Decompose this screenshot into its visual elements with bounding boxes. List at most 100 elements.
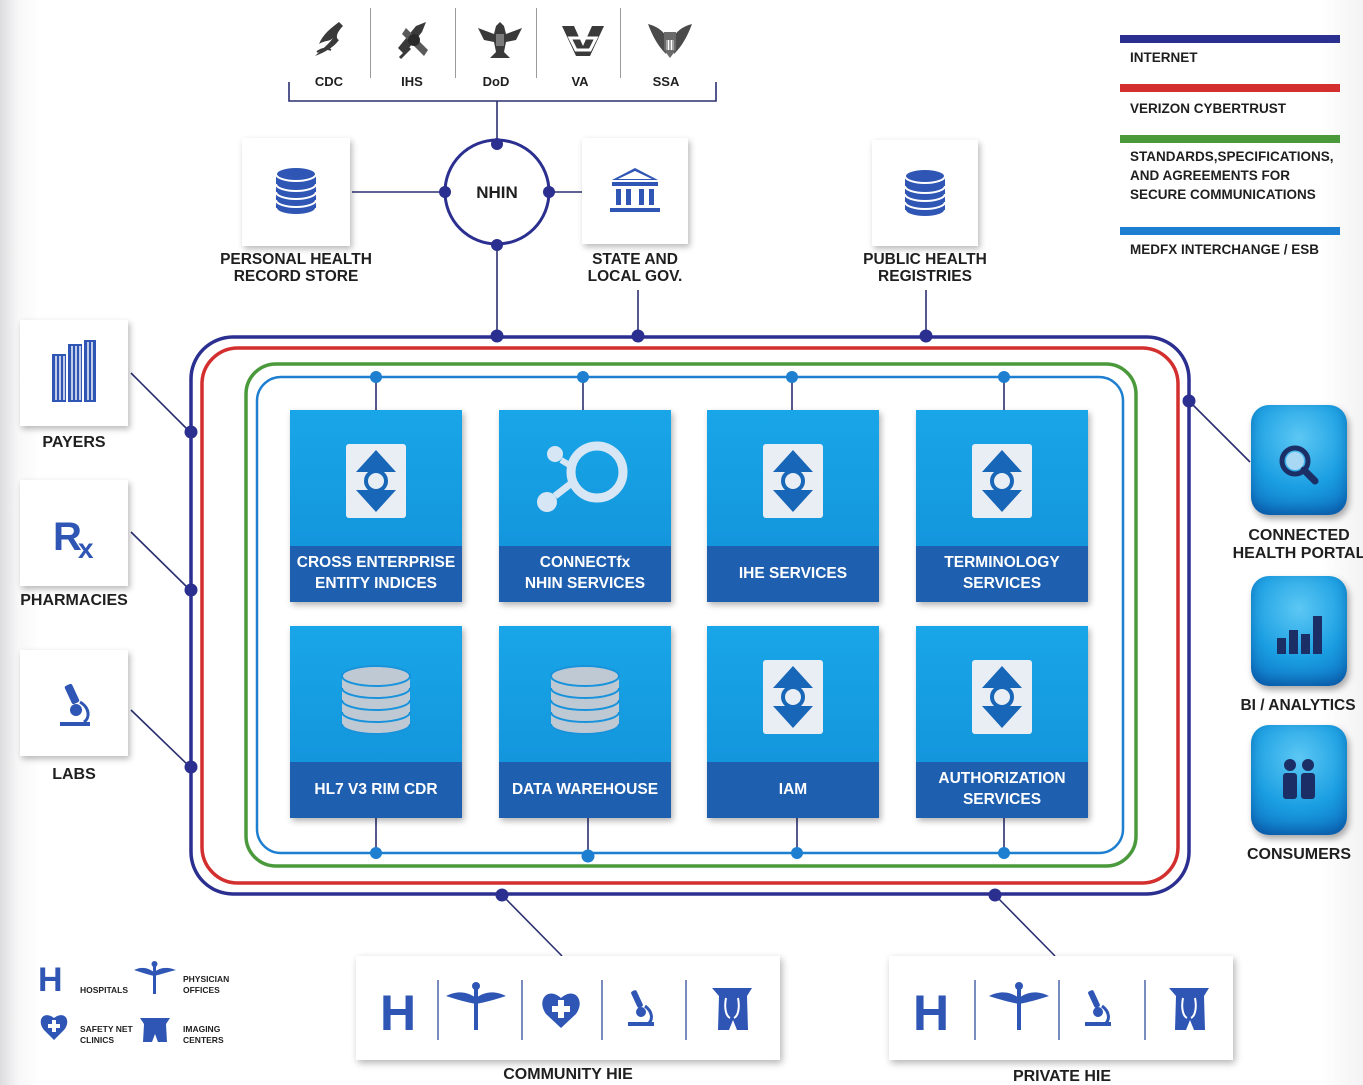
microscope-icon <box>1085 990 1111 1026</box>
microscope-icon <box>628 990 654 1026</box>
hospital-icon: H <box>38 961 63 999</box>
service-cross-enterprise: CROSS ENTERPRISE ENTITY INDICES <box>290 410 462 602</box>
agency-ssa: SSA <box>626 8 706 94</box>
standards-ring <box>244 362 1138 868</box>
service-connectfx: CONNECTfx NHIN SERVICES <box>499 410 671 602</box>
internet-ring <box>189 335 1191 896</box>
service-connectfx-label: CONNECTfx NHIN SERVICES <box>499 546 671 602</box>
hospital-icon: H <box>913 985 949 1041</box>
service-label-text: HL7 V3 RIM CDR <box>314 780 438 798</box>
service-terminology-label: TERMINOLOGY SERVICES <box>916 546 1088 602</box>
people-icon <box>1283 759 1315 799</box>
phr-store-label-line2: RECORD STORE <box>233 268 359 286</box>
service-data-warehouse: DATA WAREHOUSE <box>499 626 671 818</box>
service-iam-label: IAM <box>707 762 879 818</box>
portal-label: CONNECTED HEALTH PORTAL <box>1226 527 1363 563</box>
key-imaging-label: IMAGING CENTERS <box>183 1024 224 1045</box>
imaging-icon <box>140 1018 170 1042</box>
labs-tile <box>20 650 128 756</box>
agency-cdc-label: CDC <box>314 74 344 89</box>
state-gov-label: STATE AND LOCAL GOV. <box>555 251 715 286</box>
legend-swatch <box>1120 135 1340 143</box>
portal-label-line1: CONNECTED <box>1248 527 1350 544</box>
community-hie-icons: H <box>380 980 752 1041</box>
consumers-label: CONSUMERS <box>1246 846 1351 863</box>
service-hl7-cdr-label: HL7 V3 RIM CDR <box>290 762 462 818</box>
imaging-icon <box>712 988 752 1030</box>
phr-store-label-line1: PERSONAL HEALTH <box>220 251 372 268</box>
connect-hub-icon <box>537 441 628 512</box>
agency-dod: DoD <box>456 8 536 94</box>
caduceus-icon <box>989 982 1049 1030</box>
portal-app-icon <box>1251 405 1347 515</box>
key-physician-line1: PHYSICIAN <box>183 974 230 984</box>
ssa-eagle-icon <box>648 24 692 58</box>
service-label-text: TERMINOLOGY SERVICES <box>944 554 1060 592</box>
service-hl7-cdr: HL7 V3 RIM CDR <box>290 626 462 818</box>
dod-eagle-icon <box>478 22 522 58</box>
microscope-icon <box>60 683 90 726</box>
service-data-warehouse-label: DATA WAREHOUSE <box>499 762 671 818</box>
office-buildings-icon <box>52 340 96 402</box>
state-gov-tile <box>582 138 688 244</box>
key-physician-line2: OFFICES <box>183 984 220 995</box>
public-health-label: PUBLIC HEALTH REGISTRIES <box>845 251 1005 286</box>
state-gov-label-line2: LOCAL GOV. <box>587 268 683 286</box>
public-health-label-line2: REGISTRIES <box>878 268 972 286</box>
service-label-text: DATA WAREHOUSE <box>511 780 659 798</box>
pharmacies-tile: R x <box>20 480 128 586</box>
public-health-label-line1: PUBLIC HEALTH <box>863 251 987 268</box>
legend-label: INTERNET <box>1130 50 1198 65</box>
bi-app-icon <box>1251 576 1347 686</box>
ihs-emblem-icon <box>398 22 428 60</box>
database-icon <box>341 665 411 735</box>
phr-store-tile <box>242 138 350 246</box>
key-safety-label: SAFETY NET CLINICS <box>80 1024 133 1045</box>
agency-va: VA <box>540 8 620 94</box>
rx-icon: R x <box>53 515 94 564</box>
legend-swatch <box>1120 227 1340 235</box>
service-label-text: CONNECTfx NHIN SERVICES <box>524 554 646 592</box>
payers-label: PAYERS <box>42 434 106 451</box>
payers-tile <box>20 320 128 426</box>
exchange-arrows-icon <box>763 660 823 734</box>
service-terminology: TERMINOLOGY SERVICES <box>916 410 1088 602</box>
community-hie-label: COMMUNITY HIE <box>503 1066 633 1083</box>
agency-ssa-label: SSA <box>652 74 680 89</box>
agency-dod-label: DoD <box>482 74 510 89</box>
seal-divider <box>620 8 621 78</box>
portal-label-line2: HEALTH PORTAL <box>1232 544 1363 562</box>
bar-chart-icon <box>1277 616 1322 654</box>
exchange-arrows-icon <box>972 660 1032 734</box>
key-hospitals-label: HOSPITALS <box>80 985 129 995</box>
agency-va-label: VA <box>571 74 589 89</box>
key-safety-line1: SAFETY NET <box>80 1024 133 1034</box>
esb-ring <box>255 375 1125 855</box>
legend-label: MEDFX INTERCHANGE / ESB <box>1130 242 1320 257</box>
seal-divider <box>455 8 456 78</box>
va-logo-icon <box>562 26 604 56</box>
service-iam: IAM <box>707 626 879 818</box>
service-label-text: AUTHORIZATION SERVICES <box>938 770 1066 808</box>
database-icon <box>904 168 946 218</box>
facility-key: H <box>38 961 176 1042</box>
key-imaging-line2: CENTERS <box>183 1034 224 1045</box>
seal-divider <box>370 8 371 78</box>
pharmacies-label: PHARMACIES <box>20 592 128 609</box>
key-physician-label: PHYSICIAN OFFICES <box>183 974 229 995</box>
phr-store-label: PERSONAL HEALTH RECORD STORE <box>206 251 386 286</box>
agency-ihs-label: IHS <box>401 74 423 89</box>
service-authorization: AUTHORIZATION SERVICES <box>916 626 1088 818</box>
bi-label: BI / ANALYTICS <box>1240 697 1356 714</box>
search-icon <box>1279 445 1319 485</box>
government-building-icon <box>610 168 660 212</box>
svg-text:R: R <box>53 515 82 559</box>
legend-label: STANDARDS,SPECIFICATIONS, AND AGREEMENTS… <box>1130 149 1334 203</box>
verizon-ring <box>200 346 1180 885</box>
agency-ihs: IHS <box>372 8 452 94</box>
service-label-text: IAM <box>778 780 808 798</box>
state-gov-label-line1: STATE AND <box>592 251 678 268</box>
exchange-arrows-icon <box>972 444 1032 518</box>
hospital-icon: H <box>380 985 416 1041</box>
